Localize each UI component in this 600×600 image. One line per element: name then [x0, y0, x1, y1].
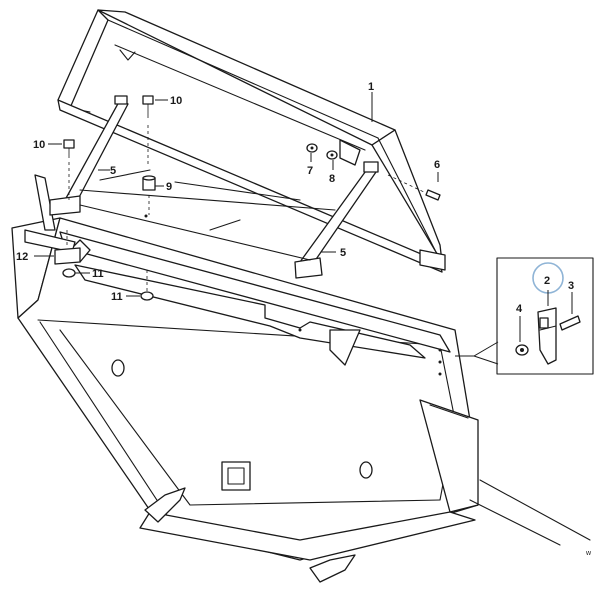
- corner-mark: w: [585, 550, 592, 557]
- callout-10-left: 10: [33, 139, 45, 151]
- callout-12: 12: [16, 251, 28, 263]
- callout-7: 7: [307, 165, 313, 177]
- callout-5-left: 5: [110, 165, 116, 177]
- callout-2: 2: [544, 275, 550, 287]
- bucket-body: [11, 174, 591, 583]
- callout-9: 9: [166, 181, 172, 193]
- detail-inset: [455, 257, 594, 375]
- callout-8: 8: [329, 173, 335, 185]
- plate-12: [54, 230, 81, 265]
- middle-panel: [79, 169, 336, 261]
- bolt-6: [387, 174, 441, 201]
- callout-1: 1: [368, 81, 374, 93]
- bolt-10-left: [63, 139, 75, 200]
- callout-3: 3: [568, 280, 574, 292]
- callout-5-right: 5: [340, 247, 346, 259]
- nut-11-lower: [140, 270, 154, 301]
- callout-10-upper: 10: [170, 95, 182, 107]
- callout-11-lower: 11: [111, 291, 123, 303]
- callout-4: 4: [516, 303, 523, 315]
- washer-7: [306, 143, 318, 153]
- support-strut-left: [49, 95, 129, 216]
- inset-frame: [496, 257, 594, 375]
- spacer-9: [142, 175, 156, 215]
- bolt-10-upper: [142, 95, 154, 165]
- callout-6: 6: [434, 159, 440, 171]
- support-strut-right: [294, 161, 379, 279]
- nut-8: [326, 150, 338, 160]
- top-frame: [57, 9, 446, 273]
- callout-11-upper: 11: [92, 268, 104, 280]
- leader-lines: [34, 92, 439, 297]
- nut-11-upper: [62, 268, 76, 278]
